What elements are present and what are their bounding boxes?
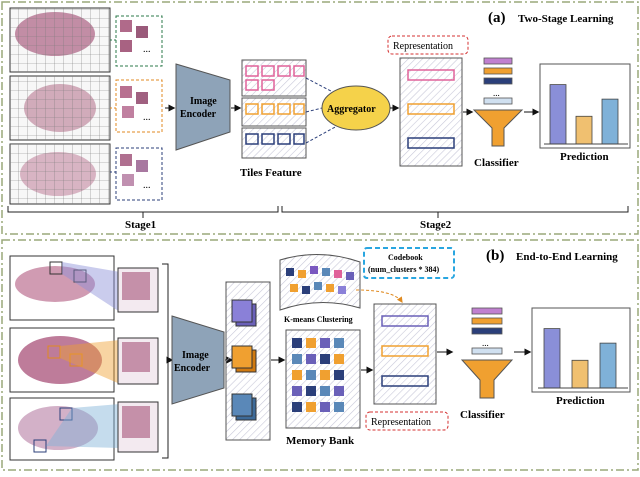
representation-a-tag: [387, 35, 469, 55]
panel-a-border: [1, 1, 639, 235]
image-encoder-b-line2: Encoder: [174, 363, 211, 374]
representation-b-label: Representation: [371, 417, 431, 428]
feature-stack-b: [225, 281, 271, 441]
codebook-to-repr-arrow: [355, 289, 403, 303]
prediction-b-bar-2: [571, 359, 589, 389]
stage2-bracket: [281, 206, 629, 213]
tile-boxes-a: ... ... ...: [110, 15, 163, 201]
classifier-a: ...: [472, 57, 524, 147]
funnel-a: [472, 109, 524, 147]
prediction-b-bar-3: [599, 342, 617, 389]
memory-bank: [285, 329, 361, 429]
wsi-grid-a3: [10, 144, 110, 204]
prediction-a-bars: [544, 84, 628, 145]
panel-a-tag: (a): [488, 10, 506, 26]
codebook-line1: Codebook: [388, 253, 423, 262]
image-encoder-b: [171, 315, 225, 405]
representation-b: [373, 303, 437, 405]
ellipsis-classifier-a: ...: [493, 88, 500, 98]
codebook-box: [363, 247, 455, 279]
codebook-line2: (num_clusters * 384): [368, 265, 439, 274]
panel-b-border: [1, 239, 639, 471]
kmeans-label: K-means Clustering: [284, 315, 353, 324]
ellipsis-a2: ...: [143, 112, 151, 123]
panel-b-title: End-to-End Learning: [516, 251, 618, 263]
classifier-a-label: Classifier: [474, 157, 519, 169]
representation-a: [399, 57, 463, 167]
bracket-b: [162, 263, 169, 459]
ellipsis-classifier-b: ...: [482, 338, 489, 348]
tiles-feature-a: [241, 59, 307, 159]
prediction-a-bar-2: [575, 115, 593, 145]
image-encoder-a: [175, 63, 231, 151]
panel-b-tag: (b): [486, 248, 504, 264]
representation-b-tag: [365, 411, 449, 431]
panel-a-title: Two-Stage Learning: [518, 13, 614, 25]
funnel-b: [460, 359, 514, 399]
stage2-label: Stage2: [420, 219, 452, 231]
image-encoder-b-line1: Image: [182, 350, 209, 361]
wsi-grid-a2: [10, 76, 110, 140]
ellipsis-a1: ...: [143, 44, 151, 55]
classifier-b-label: Classifier: [460, 409, 505, 421]
wsi-grid-a1: [10, 8, 110, 72]
prediction-a-label: Prediction: [560, 151, 609, 163]
ellipsis-a3: ...: [143, 180, 151, 191]
aggregator-label: Aggregator: [327, 104, 376, 115]
prediction-b-label: Prediction: [556, 395, 605, 407]
image-encoder-a-line2: Encoder: [180, 109, 217, 120]
wsi-group-a: [9, 7, 111, 205]
prediction-b-bars: [538, 328, 628, 389]
stage1-bracket: [7, 206, 279, 213]
memory-bank-label: Memory Bank: [286, 435, 355, 447]
representation-a-label: Representation: [393, 41, 453, 52]
prediction-b-bar-1: [543, 328, 561, 389]
tiles-feature-label: Tiles Feature: [240, 167, 302, 179]
prediction-a-bar-3: [601, 98, 619, 145]
wsi-group-b: [9, 255, 159, 461]
prediction-a-bar-1: [549, 84, 567, 145]
image-encoder-a-line1: Image: [190, 96, 217, 107]
stage1-label: Stage1: [125, 219, 156, 231]
classifier-b: ...: [460, 307, 514, 399]
